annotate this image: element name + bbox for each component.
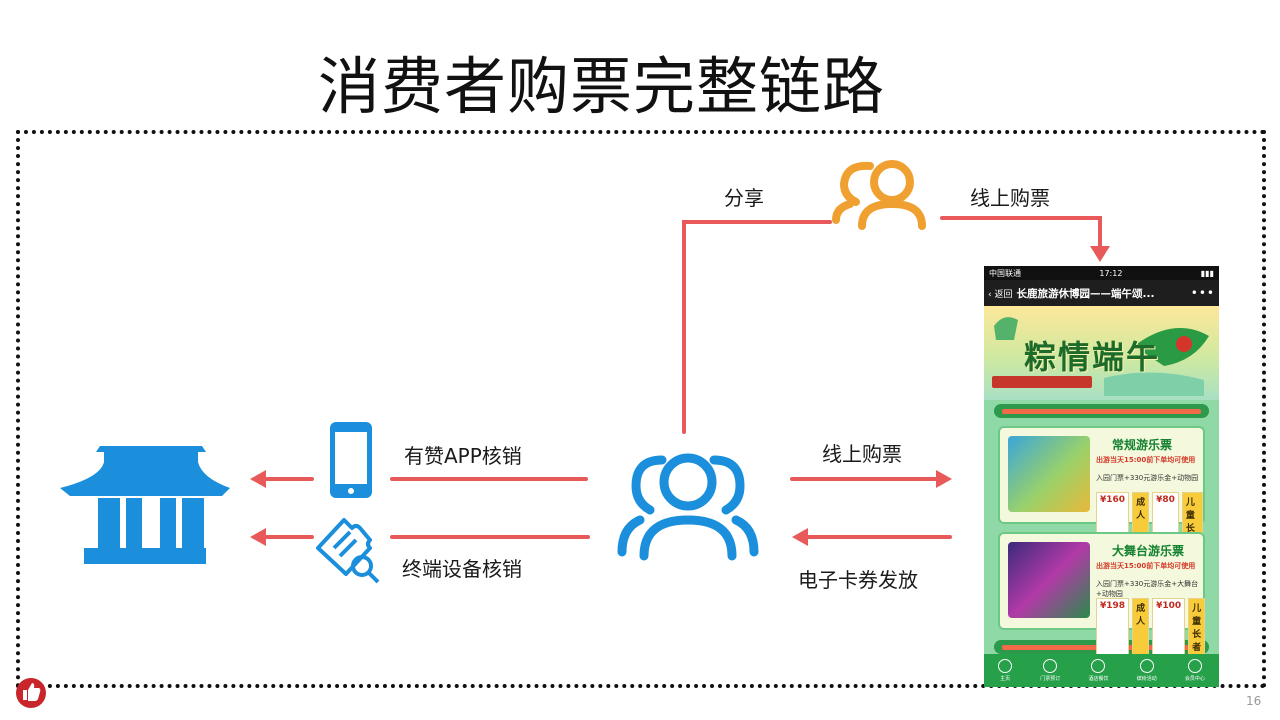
banner-title: 粽情端午: [1024, 338, 1161, 376]
wechat-nav-bar: ‹ 返回 长鹿旅游休博园——端午颂... •••: [984, 280, 1219, 306]
ticket-info: 出游当天15:00前下单均可使用: [1096, 562, 1196, 570]
more-menu-button[interactable]: •••: [1190, 286, 1215, 300]
tab-label: 主页: [1000, 676, 1011, 682]
arrowhead-left-1: [250, 470, 266, 488]
status-bar: 中国联通 17:12 ▮▮▮: [984, 266, 1219, 280]
app-verify-label: 有赞APP核销: [404, 444, 522, 468]
back-label: 返回: [994, 289, 1013, 300]
mobile-phone-icon: [330, 422, 372, 498]
notice-ribbon-top: [994, 404, 1209, 418]
tab-hotel[interactable]: 酒店餐饮: [1088, 659, 1109, 682]
tab-label: 酒店餐饮: [1088, 676, 1109, 682]
festival-banner: 粽情端午: [984, 306, 1219, 400]
nav-title: 长鹿旅游休博园——端午颂...: [1016, 287, 1155, 300]
ticket-icon: [1043, 659, 1058, 673]
ticket-detail: 入园门票+330元游乐金+动物园: [1096, 474, 1199, 482]
page-number: 16: [1246, 694, 1262, 708]
ticket-image: [1008, 436, 1090, 512]
star-icon: [1139, 659, 1154, 673]
ticket-info: 出游当天15:00前下单均可使用: [1096, 456, 1196, 464]
phone-screenshot: 中国联通 17:12 ▮▮▮ ‹ 返回 长鹿旅游休博园——端午颂... ••• …: [984, 266, 1219, 687]
arrowhead-down: [1090, 246, 1110, 262]
ticket-name: 常规游乐票: [1112, 438, 1173, 452]
share-label: 分享: [724, 186, 764, 210]
ticket-image: [1008, 542, 1090, 618]
clock-text: 17:12: [1099, 268, 1123, 278]
banner-art: [994, 317, 1209, 396]
online-purchase-top-arrow: [940, 216, 1102, 252]
child-tag: 儿童长者: [1188, 598, 1206, 656]
ticket-card-regular[interactable]: 常规游乐票 出游当天15:00前下单均可使用 入园门票+330元游乐金+动物园 …: [998, 426, 1205, 550]
ticket-detail: 入园门票+330元游乐金+大舞台+动物园: [1096, 580, 1199, 598]
battery-icon: ▮▮▮: [1200, 268, 1214, 278]
arrowhead-left-2: [250, 528, 266, 546]
tab-label: 门票预订: [1040, 676, 1061, 682]
online-purchase-mid-label: 线上购票: [822, 442, 902, 466]
ticket-scan-icon: [316, 518, 380, 584]
banner-subtitle-ribbon: [992, 376, 1092, 388]
ticket-name: 大舞台游乐票: [1112, 544, 1185, 558]
back-button[interactable]: ‹ 返回: [988, 289, 1013, 300]
share-arrow-line: [682, 220, 832, 434]
home-icon: [998, 659, 1013, 673]
thumbs-up-logo-icon: [16, 678, 46, 708]
dotted-frame: [16, 130, 1266, 688]
slide-title: 消费者购票完整链路: [318, 50, 886, 123]
phone-tab-bar: 主页 门票预订 酒店餐饮 缤纷活动 会员中心: [984, 654, 1219, 687]
carrier-text: 中国联通: [989, 268, 1021, 278]
ecard-issue-label: 电子卡券发放: [798, 568, 918, 592]
tab-tickets[interactable]: 门票预订: [1040, 659, 1060, 682]
tab-member[interactable]: 会员中心: [1185, 659, 1205, 682]
tab-label: 缤纷活动: [1136, 676, 1157, 682]
tab-label: 会员中心: [1184, 676, 1205, 682]
online-purchase-top-label: 线上购票: [970, 186, 1050, 210]
adult-price: ¥198: [1096, 598, 1130, 656]
tab-home[interactable]: 主页: [998, 659, 1013, 682]
sharer-group-icon: [832, 160, 926, 230]
user-icon: [1187, 659, 1202, 673]
ticket-prices: ¥198 成人 ¥100 儿童长者: [1096, 598, 1206, 656]
ticket-card-stage[interactable]: 大舞台游乐票 出游当天15:00前下单均可使用 入园门票+330元游乐金+大舞台…: [998, 532, 1206, 656]
hotel-icon: [1091, 659, 1106, 673]
tab-events[interactable]: 缤纷活动: [1137, 659, 1157, 682]
arrowhead-right-mid: [936, 470, 952, 488]
consumer-group-icon: [617, 453, 759, 561]
temple-icon: [60, 446, 230, 564]
terminal-verify-label: 终端设备核销: [402, 557, 522, 581]
child-price: ¥100: [1152, 598, 1186, 656]
adult-tag: 成人: [1132, 598, 1150, 656]
arrowhead-left-ecard: [792, 528, 808, 546]
ticket-prices: ¥160 成人 ¥80 儿童长者: [1096, 492, 1203, 550]
